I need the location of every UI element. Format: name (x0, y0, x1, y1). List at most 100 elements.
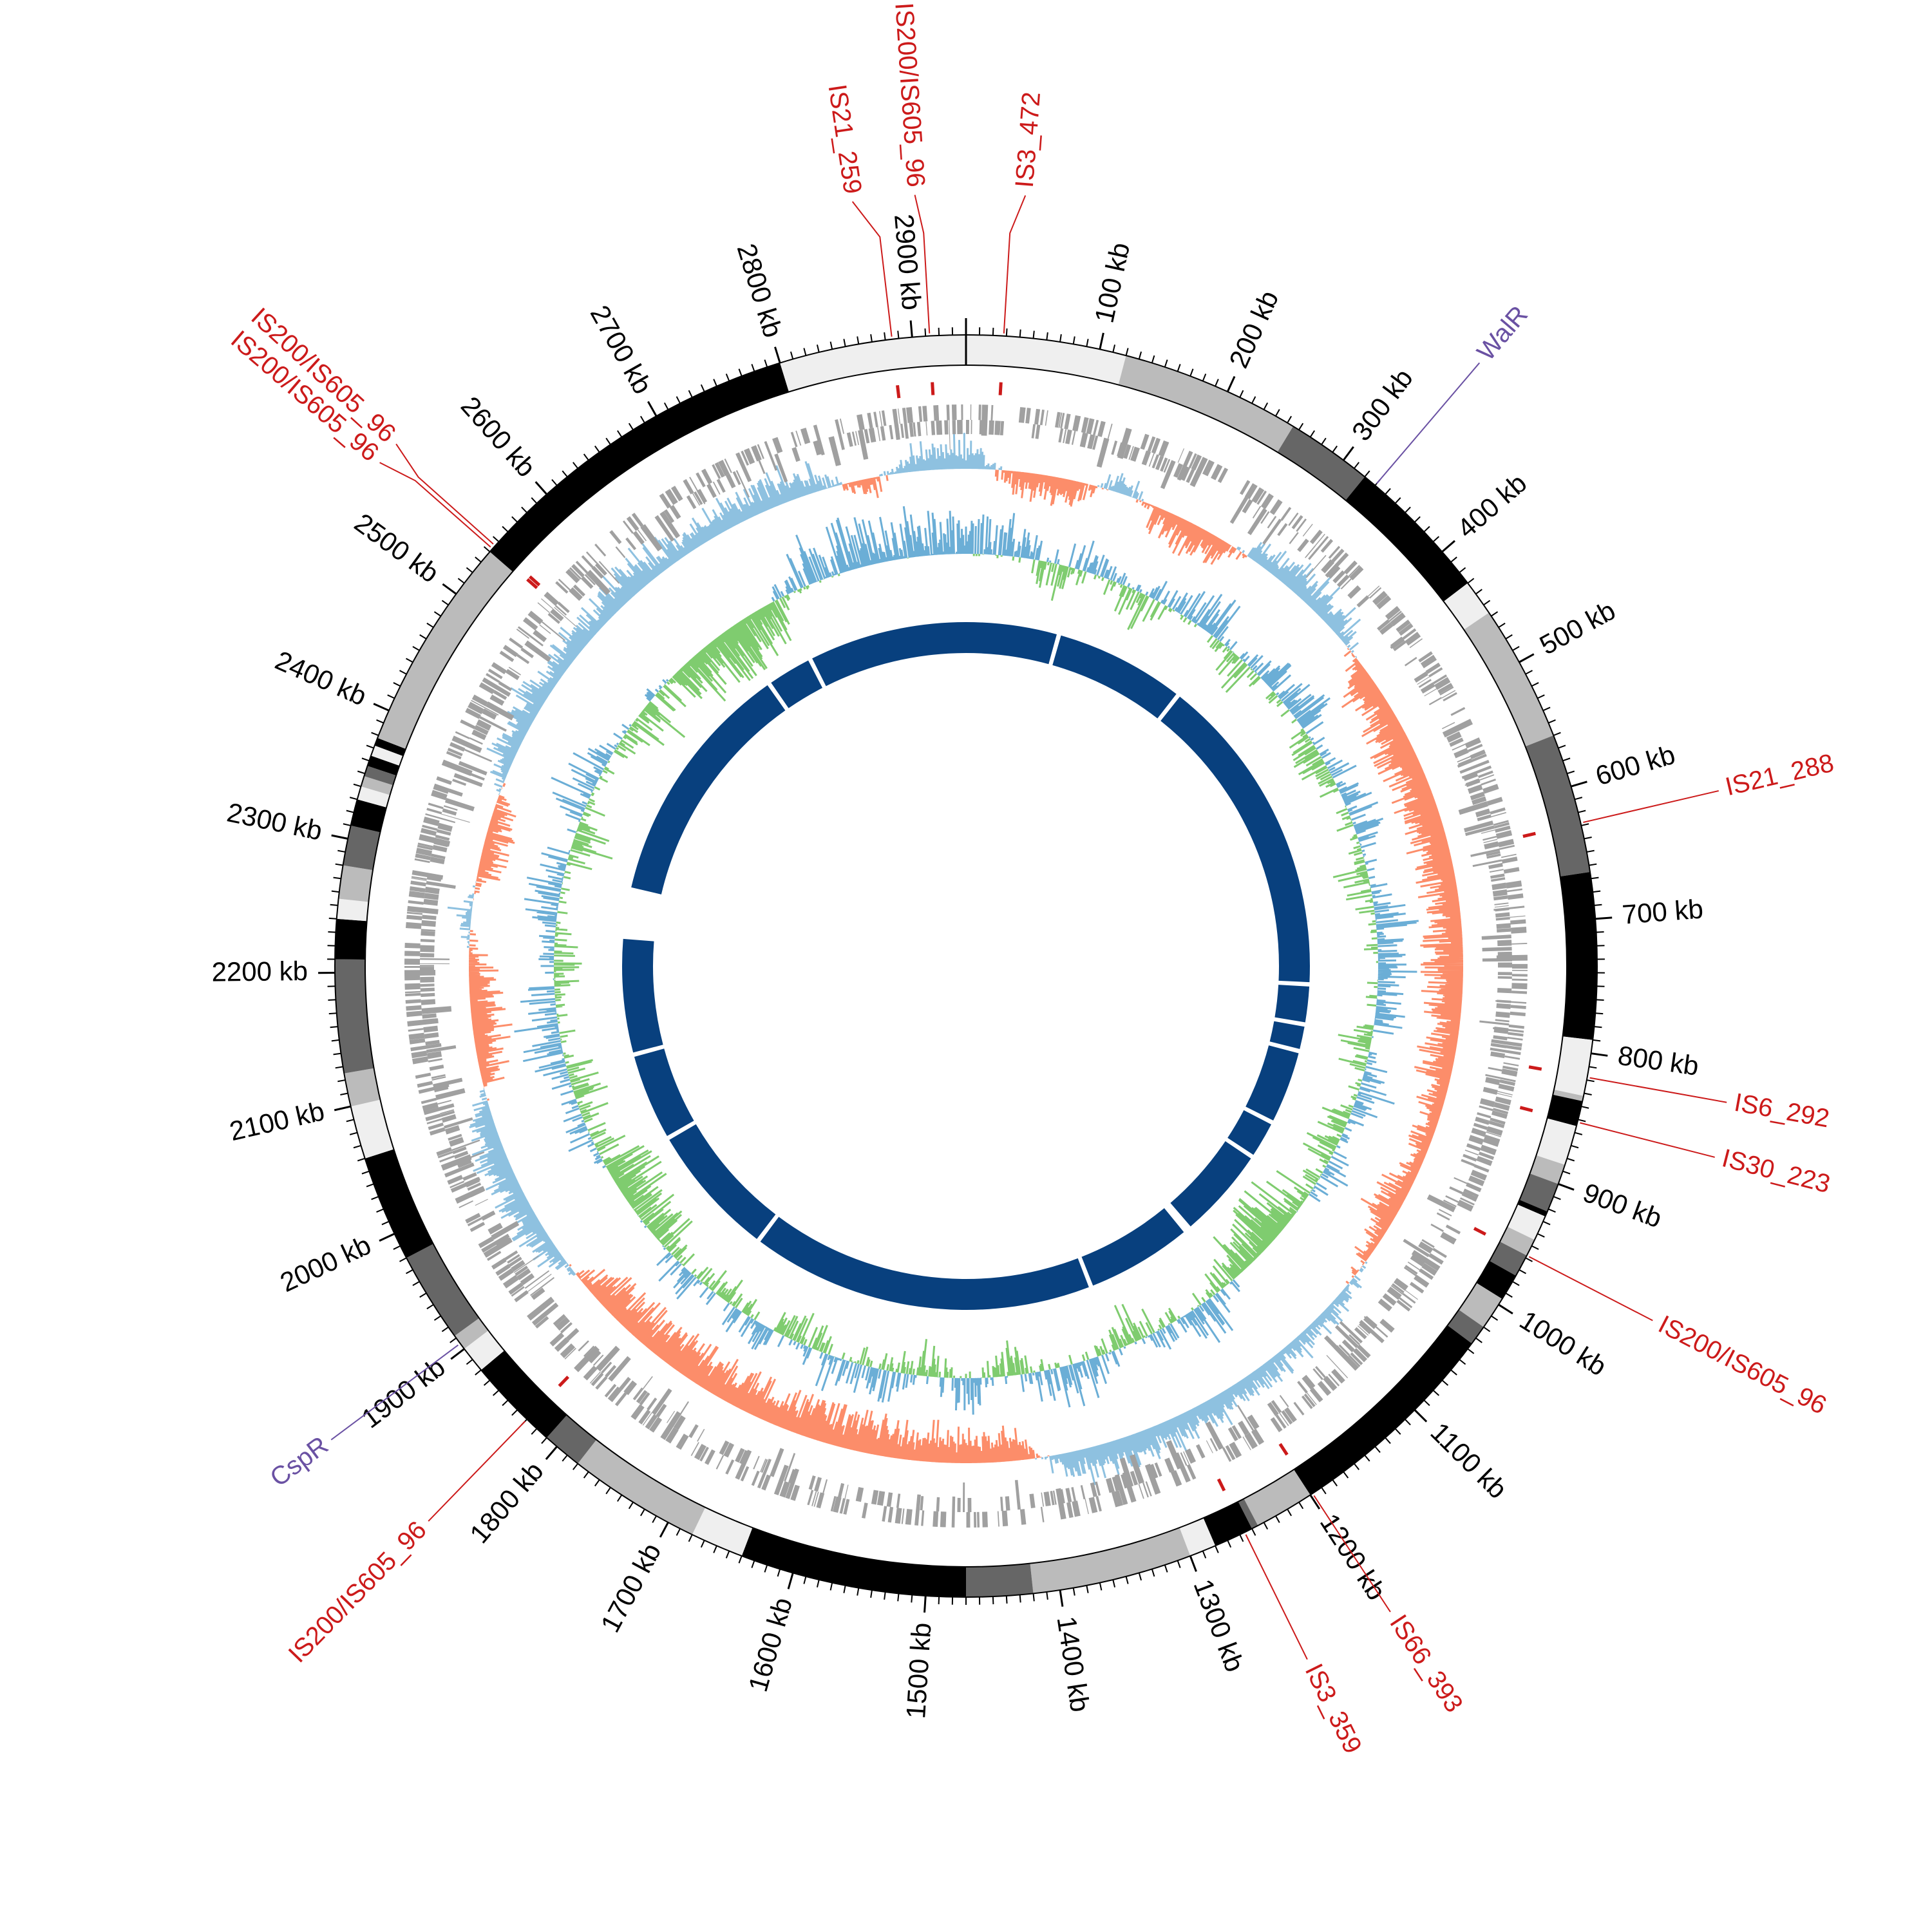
major-tick (379, 1233, 395, 1242)
is-element-mark (896, 384, 901, 399)
minor-tick (441, 1326, 449, 1332)
tick-label: 2500 kb (349, 507, 444, 589)
is-element-leader (851, 201, 893, 337)
is-element-label[interactable]: IS200/IS605_96 (283, 1516, 432, 1669)
minor-tick (1099, 1582, 1103, 1591)
minor-tick (371, 732, 379, 736)
is-element-label[interactable]: IS6_292 (1732, 1088, 1832, 1133)
minor-tick (1450, 556, 1457, 563)
tick-label: 2900 kb (889, 213, 927, 312)
is-element-leader (395, 443, 494, 545)
tick-label: 1600 kb (743, 1594, 798, 1695)
minor-tick (387, 694, 395, 699)
inner-ring-segment (1170, 1141, 1251, 1227)
karyotype-band (692, 1507, 753, 1557)
minor-tick (1483, 1326, 1491, 1332)
minor-tick (1459, 567, 1466, 573)
is-element-label[interactable]: IS3_359 (1300, 1660, 1367, 1758)
is-element-leader (1580, 1122, 1715, 1158)
tick-label: 1100 kb (1425, 1417, 1513, 1504)
minor-tick (562, 1454, 568, 1462)
minor-tick (1177, 1560, 1181, 1568)
is-element-label[interactable]: IS200/IS605_96 (1654, 1310, 1831, 1420)
inner-ring-segment (1160, 696, 1310, 983)
is-element-label[interactable]: IS200/IS605_96 (889, 2, 930, 188)
karyotype-band (1547, 1094, 1583, 1126)
minor-tick (483, 546, 491, 553)
karyotype-band (1464, 612, 1554, 747)
minor-tick (1525, 670, 1533, 675)
karyotype-band (1030, 1528, 1191, 1594)
is-element-mark (998, 382, 1003, 395)
is-element-leader (1589, 1077, 1727, 1103)
regulator-label[interactable]: WalR (1472, 301, 1533, 366)
minor-tick (340, 1092, 348, 1096)
minor-tick (399, 1257, 407, 1262)
minor-tick (803, 1576, 807, 1584)
tick-label: 2700 kb (585, 300, 658, 399)
karyotype-band (1179, 1518, 1216, 1557)
minor-tick (1483, 600, 1491, 606)
minor-tick (399, 670, 407, 675)
minor-tick (1385, 488, 1391, 495)
minor-tick (870, 334, 873, 343)
is-element-leader (914, 194, 931, 334)
major-tick (1342, 446, 1354, 461)
minor-tick (419, 634, 427, 639)
major-tick (1189, 1555, 1197, 1572)
major-tick (545, 1446, 558, 1460)
is-element-label[interactable]: IS66_393 (1384, 1610, 1468, 1718)
minor-tick (333, 876, 341, 880)
minor-tick (1589, 863, 1597, 866)
is-element-label[interactable]: IS21_259 (822, 82, 867, 196)
regulator-label[interactable]: CspR (265, 1431, 333, 1492)
minor-tick (1019, 1595, 1021, 1603)
minor-tick (1423, 526, 1430, 533)
major-tick (1414, 1409, 1428, 1423)
is-element-mark (558, 1376, 570, 1388)
minor-tick (688, 390, 693, 398)
minor-tick (1574, 797, 1583, 800)
minor-tick (1595, 1012, 1604, 1015)
is-element-mark (1519, 1106, 1533, 1113)
minor-tick (1571, 1144, 1579, 1149)
minor-tick (1519, 1269, 1526, 1274)
minor-tick (1164, 1564, 1168, 1573)
is-element-label[interactable]: IS21_288 (1723, 749, 1837, 802)
minor-tick (1138, 1573, 1142, 1581)
minor-tick (1441, 1379, 1449, 1386)
minor-tick (594, 445, 600, 453)
is-element-label[interactable]: IS3_472 (1010, 91, 1046, 189)
minor-tick (1584, 1092, 1592, 1096)
karyotype-band (1244, 1469, 1311, 1526)
tick-label: 2800 kb (732, 240, 789, 341)
minor-tick (328, 917, 337, 920)
karyotype-band (343, 825, 381, 871)
inner-ring-segment (1081, 1208, 1184, 1286)
is-element-label[interactable]: IS30_223 (1719, 1144, 1833, 1198)
minor-tick (551, 478, 558, 486)
karyotype-band (344, 1068, 381, 1107)
minor-tick (1531, 682, 1539, 687)
minor-tick (583, 453, 589, 461)
gc-content-below (553, 554, 1379, 1379)
tick-label: 200 kb (1223, 286, 1284, 372)
minor-tick (1475, 1337, 1482, 1343)
minor-tick (1263, 402, 1269, 410)
minor-tick (1275, 409, 1280, 417)
is-element-leader (1003, 195, 1027, 334)
inner-ring-track (621, 622, 1310, 1310)
minor-tick (829, 341, 833, 350)
minor-tick (1531, 1245, 1539, 1250)
karyotype-band (1500, 1226, 1535, 1256)
minor-tick (1321, 1487, 1327, 1495)
tick-label: 1300 kb (1188, 1575, 1250, 1676)
minor-tick (1553, 1196, 1561, 1200)
karyotype-band (741, 1528, 966, 1597)
minor-tick (1596, 931, 1604, 933)
minor-tick (1239, 390, 1244, 398)
tick-label: 2200 kb (211, 956, 308, 987)
minor-tick (1558, 744, 1566, 749)
karyotype-band (335, 959, 374, 1074)
minor-tick (1298, 422, 1304, 430)
